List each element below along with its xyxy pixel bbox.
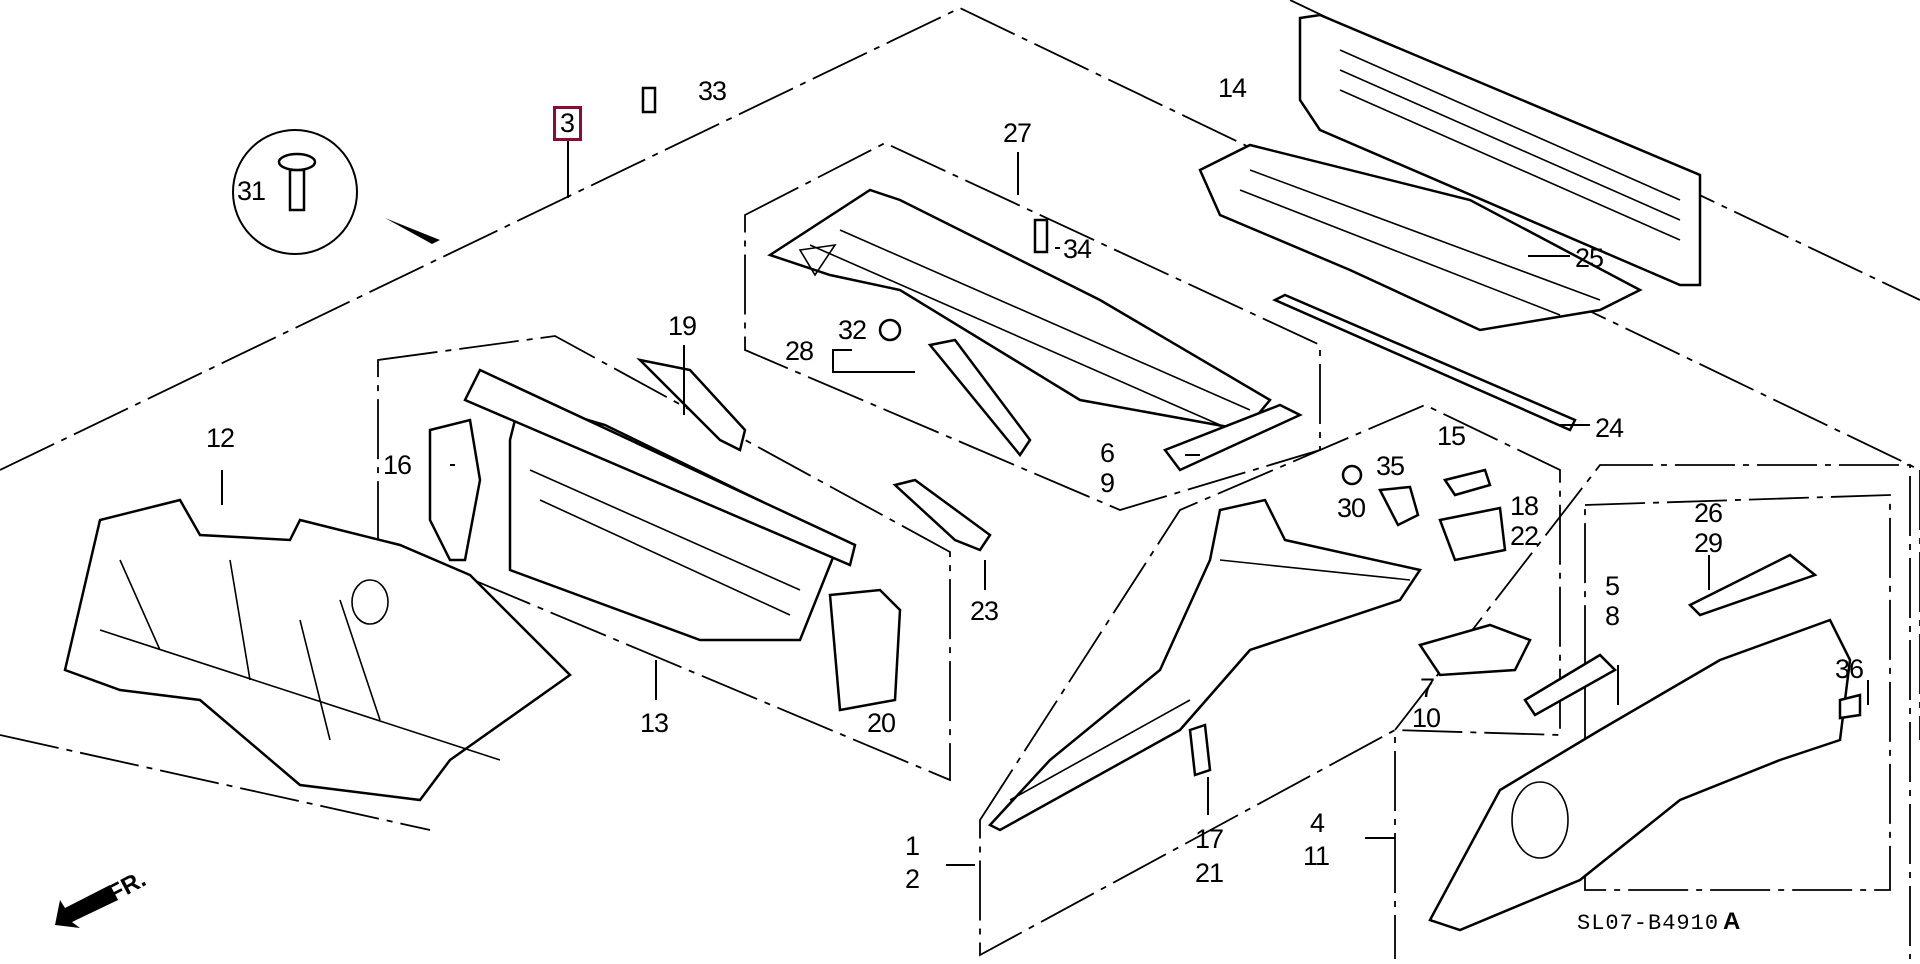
- callout-13[interactable]: 13: [640, 708, 669, 738]
- brace-23: [892, 478, 992, 552]
- bolt-31: [288, 168, 306, 212]
- bolt-35: [1341, 464, 1363, 486]
- callout-36[interactable]: 36: [1835, 654, 1864, 684]
- callout-9[interactable]: 9: [1100, 468, 1115, 498]
- bracket-16: [428, 418, 482, 562]
- sill-24: [1272, 293, 1577, 432]
- rear-floor-part: [1198, 143, 1643, 332]
- panel-7-10: [1418, 623, 1532, 677]
- callout-26[interactable]: 26: [1694, 498, 1723, 528]
- clip-32: [878, 318, 902, 342]
- drawing-code-suffix: A: [1723, 908, 1742, 935]
- callout-34[interactable]: 34: [1063, 234, 1092, 264]
- callout-23[interactable]: 23: [970, 596, 999, 626]
- callout-21[interactable]: 21: [1195, 858, 1224, 888]
- callout-24[interactable]: 24: [1595, 413, 1624, 443]
- bolt-33: [641, 86, 657, 114]
- crossmember-part: [767, 188, 1272, 432]
- group-box-wheelhouse: [1394, 464, 1911, 961]
- drawing-code-number: SL07-B4910: [1577, 911, 1720, 936]
- brace-19: [636, 357, 747, 452]
- clip-18-22: [1438, 506, 1507, 562]
- nut-30: [1378, 485, 1420, 527]
- callout-22[interactable]: 22: [1510, 521, 1539, 551]
- callout-10[interactable]: 10: [1412, 703, 1441, 733]
- rear-panel-part: [1298, 13, 1702, 287]
- detail-circle: [232, 129, 358, 255]
- panel-6-9: [1163, 403, 1303, 472]
- panel-5-8: [1523, 653, 1618, 717]
- callout-29[interactable]: 29: [1694, 528, 1723, 558]
- callout-6[interactable]: 6: [1100, 438, 1115, 468]
- callout-25[interactable]: 25: [1575, 243, 1604, 273]
- outer-boundary: [0, 7, 1920, 471]
- callout-27[interactable]: 27: [1003, 118, 1032, 148]
- callout-31[interactable]: 31: [237, 176, 266, 206]
- callout-16[interactable]: 16: [383, 450, 412, 480]
- callout-leaders: [221, 152, 1869, 866]
- group-box-frame: [979, 404, 1561, 957]
- callout-4[interactable]: 4: [1310, 808, 1325, 838]
- bracket-28: [927, 338, 1032, 458]
- callout-18[interactable]: 18: [1510, 491, 1539, 521]
- callout-32[interactable]: 32: [838, 315, 867, 345]
- callout-33[interactable]: 33: [698, 76, 727, 106]
- front-floor-part: [63, 498, 572, 802]
- rear-frame-part: [987, 498, 1423, 832]
- front-arrow-icon: [55, 885, 118, 928]
- assembly-ref-number: 3: [553, 106, 583, 141]
- group-box-dashboard: [377, 335, 951, 782]
- callout-11[interactable]: 11: [1303, 841, 1330, 871]
- callout-1[interactable]: 1: [905, 831, 920, 861]
- callout-28[interactable]: 28: [785, 336, 814, 366]
- callout-12[interactable]: 12: [206, 423, 235, 453]
- callout-5[interactable]: 5: [1605, 571, 1620, 601]
- bracket-20: [828, 588, 902, 712]
- clip-36: [1838, 693, 1862, 720]
- outer-boundary-bottom: [0, 734, 431, 831]
- group-box-inner: [1584, 494, 1891, 891]
- clip-15: [1442, 468, 1492, 497]
- callout-8[interactable]: 8: [1605, 601, 1620, 631]
- callout-15[interactable]: 15: [1437, 421, 1466, 451]
- bolt-34: [1033, 218, 1049, 254]
- bracket-17-21: [1188, 723, 1212, 777]
- callout-17[interactable]: 17: [1195, 824, 1224, 854]
- callout-35[interactable]: 35: [1376, 451, 1405, 481]
- callout-14[interactable]: 14: [1218, 73, 1247, 103]
- callout-2[interactable]: 2: [905, 864, 920, 894]
- callout-20[interactable]: 20: [867, 708, 896, 738]
- brace-26-29: [1687, 553, 1818, 617]
- callout-30[interactable]: 30: [1337, 493, 1366, 523]
- callout-7[interactable]: 7: [1420, 673, 1435, 703]
- callout-19[interactable]: 19: [668, 311, 697, 341]
- detail-arrow: [385, 218, 440, 244]
